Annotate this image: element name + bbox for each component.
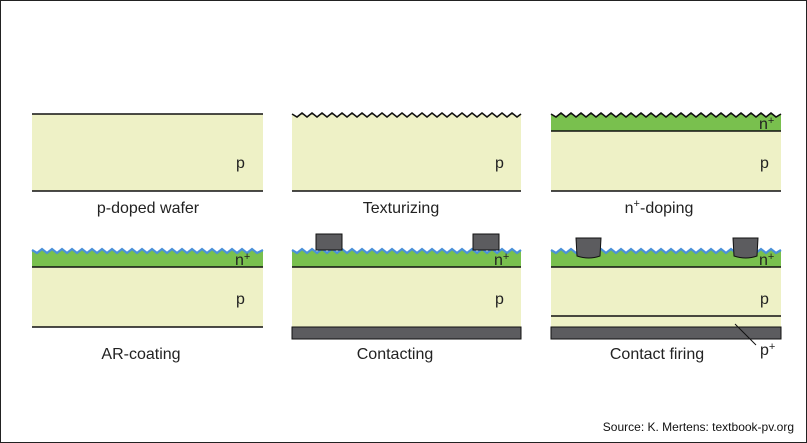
n-plus-layer — [551, 249, 781, 267]
p-label: p — [760, 291, 769, 308]
panel-contacting: n+ p Contacting — [291, 233, 522, 363]
p-plus-label: p+ — [760, 341, 775, 359]
panel-p-doped-wafer: p p-doped wafer — [32, 113, 263, 217]
fired-contact-left — [575, 237, 602, 259]
textured-surface-line — [291, 111, 522, 119]
panel-caption: AR-coating — [101, 346, 180, 363]
p-plus-layer — [551, 316, 781, 327]
p-wafer-body — [551, 131, 781, 191]
source-credit: Source: K. Mertens: textbook-pv.org — [603, 420, 794, 434]
panel-caption: Contacting — [357, 346, 434, 363]
textured-surface-line — [550, 111, 782, 119]
p-label: p — [495, 155, 504, 172]
p-label: p — [236, 291, 245, 308]
p-label: p — [236, 155, 245, 172]
fired-contact-right — [732, 237, 759, 259]
ar-coating-layer — [31, 247, 264, 255]
p-label: p — [760, 155, 769, 172]
panel-ar-coating: n+ p AR-coating — [31, 247, 264, 363]
n-plus-label: n+ — [235, 251, 250, 269]
front-contact-right — [472, 233, 500, 251]
p-wafer-body — [292, 267, 521, 327]
p-label: p — [495, 291, 504, 308]
n-plus-label: n+ — [494, 251, 509, 269]
p-plus-leader-line — [734, 323, 757, 346]
front-contact-left — [315, 233, 343, 251]
back-contact-layer — [550, 326, 782, 340]
panel-contact-firing: n+ p p+ Contact firing — [550, 237, 782, 363]
panel-n-doping: n+ p n+-doping — [550, 111, 782, 217]
n-plus-layer — [32, 249, 263, 267]
p-wafer-body — [32, 267, 263, 327]
panel-caption: Texturizing — [363, 200, 439, 217]
n-plus-label: n+ — [759, 251, 774, 269]
n-plus-layer — [551, 113, 781, 131]
p-wafer-body — [32, 114, 263, 191]
panel-texturizing: p Texturizing — [291, 111, 522, 217]
n-plus-layer — [292, 249, 521, 267]
back-contact-layer — [291, 326, 522, 340]
n-plus-label: n+ — [759, 115, 774, 133]
p-wafer-body — [551, 267, 781, 316]
panel-caption: p-doped wafer — [97, 200, 200, 217]
textured-wafer-body — [292, 113, 521, 191]
panel-caption: Contact firing — [610, 346, 704, 363]
panel-caption: n+-doping — [625, 198, 694, 217]
